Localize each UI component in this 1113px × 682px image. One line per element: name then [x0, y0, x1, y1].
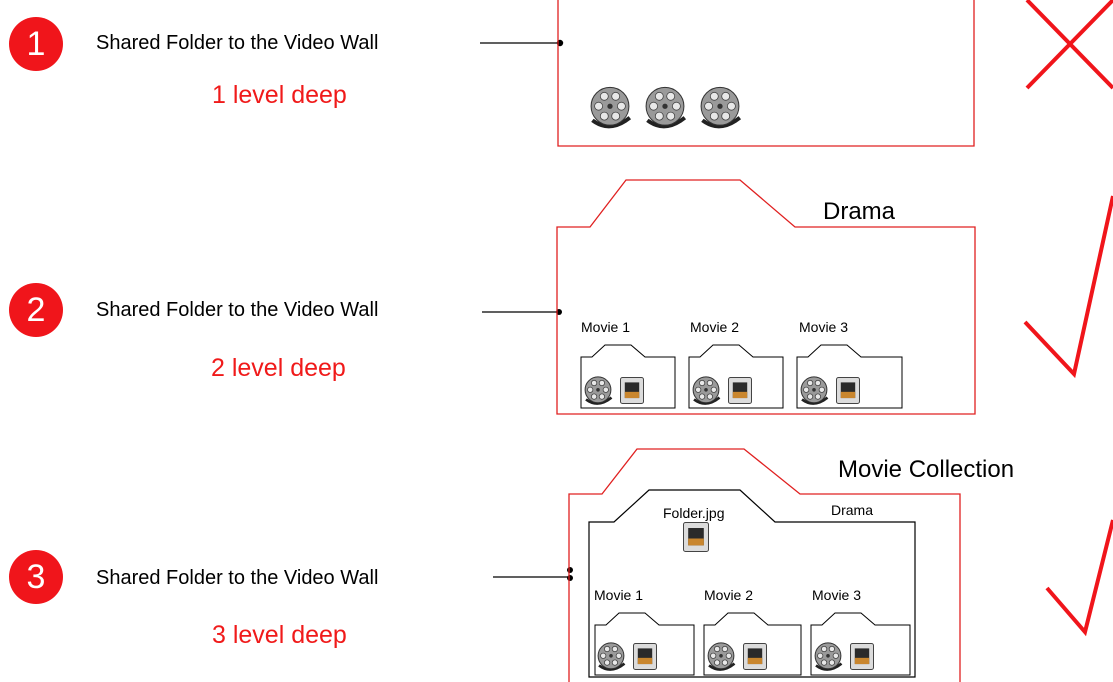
- cross-icon: [1025, 0, 1113, 90]
- movie-folder-label: Movie 3: [812, 587, 862, 603]
- connector-dot-3a: [567, 567, 573, 573]
- image-file-icon: [683, 522, 709, 557]
- film-reel-icon: [691, 376, 721, 411]
- image-file-icon: [620, 377, 644, 409]
- depth-label-2: 2 level deep: [211, 354, 346, 382]
- checkmark-icon: [1023, 195, 1113, 379]
- image-file-icon: [850, 643, 874, 675]
- film-reel-icon: [698, 86, 742, 135]
- film-reel-icon: [583, 376, 613, 411]
- movie-folder-label: Movie 2: [690, 319, 740, 335]
- film-reel-icon: [596, 642, 626, 677]
- checkmark-icon: [1045, 519, 1113, 637]
- film-reel-icon: [799, 376, 829, 411]
- folder-title-movie-collection: Movie Collection: [838, 456, 1015, 483]
- image-file-icon: [728, 377, 752, 409]
- image-file-icon: [743, 643, 767, 675]
- image-file-icon: [633, 643, 657, 675]
- movie-folder-label: Movie 1: [594, 587, 644, 603]
- subfolder-outlines-2: [580, 344, 903, 409]
- folder-movie-collection: [568, 448, 961, 682]
- step-badge-1: 1: [9, 17, 63, 71]
- depth-label-3: 3 level deep: [212, 621, 347, 649]
- step-badge-2: 2: [9, 283, 63, 337]
- folder-drama-inner: [588, 489, 916, 678]
- movie-folder-label: Movie 3: [799, 319, 849, 335]
- inner-folder-label-drama: Drama: [831, 502, 874, 518]
- connector-dot-3b: [567, 575, 573, 581]
- row-label-2: Shared Folder to the Video Wall: [96, 299, 379, 321]
- folder-title-drama: Drama: [823, 198, 896, 225]
- step-badge-3: 3: [9, 550, 63, 604]
- movie-folder-label: Movie 1: [581, 319, 631, 335]
- image-file-icon: [836, 377, 860, 409]
- film-reel-icon: [643, 86, 687, 135]
- film-reel-icon: [588, 86, 632, 135]
- subfolder-outlines-3: [594, 612, 911, 676]
- film-reel-icon: [706, 642, 736, 677]
- folder-image-label: Folder.jpg: [663, 505, 725, 521]
- folder-drama: [556, 179, 976, 415]
- film-reel-icon: [813, 642, 843, 677]
- row-label-3: Shared Folder to the Video Wall: [96, 567, 379, 589]
- row-label-1: Shared Folder to the Video Wall: [96, 32, 379, 54]
- shared-folder-1: [557, 0, 975, 147]
- depth-label-1: 1 level deep: [212, 81, 347, 109]
- movie-folder-label: Movie 2: [704, 587, 754, 603]
